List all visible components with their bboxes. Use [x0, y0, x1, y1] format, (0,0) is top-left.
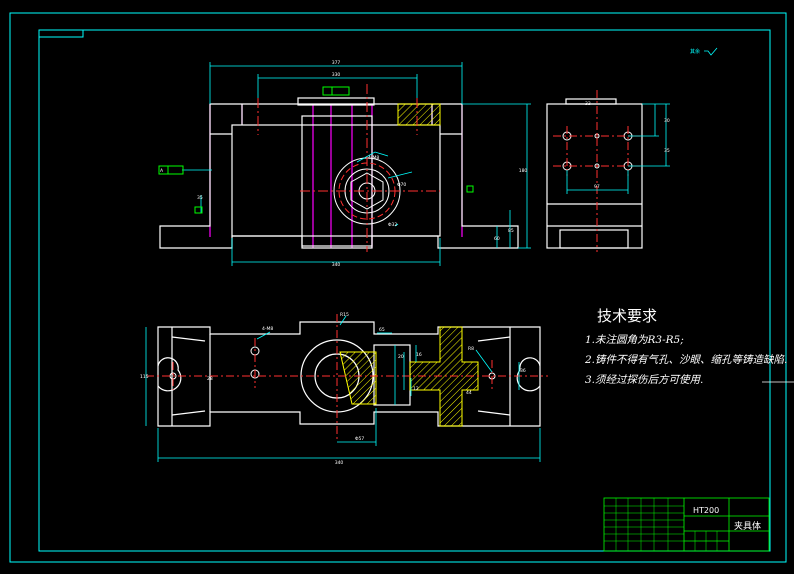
- title-block-material: HT200: [693, 506, 720, 515]
- dim-right-b: 85: [508, 228, 514, 234]
- dim-right-a: 60: [494, 236, 500, 242]
- top-dim-r: R15: [340, 312, 349, 318]
- side-dim-a: 30: [664, 118, 670, 124]
- title-block: [603, 497, 770, 552]
- dim-height: 180: [519, 168, 528, 174]
- hole-note-front: 4-M8: [368, 155, 379, 161]
- top-dim-bore: Φ57: [355, 436, 364, 442]
- roughness-label: 其余: [690, 48, 700, 55]
- top-dim-right-r: R8: [468, 346, 474, 352]
- top-dim-length: 340: [335, 460, 344, 466]
- dim-base-width: 340: [332, 262, 341, 268]
- datum-a-label: A: [160, 168, 164, 174]
- top-dim-height: 115: [140, 374, 149, 380]
- title-block-part-name: 夹具体: [734, 522, 762, 532]
- tech-req-item-1: 1.未注圆角为R3-R5;: [585, 334, 684, 346]
- top-dim-slot2: 44: [466, 390, 472, 396]
- drawing-frame: [9, 12, 787, 563]
- side-view: 33 30 35 97: [546, 90, 670, 252]
- dim-overall-width: 377: [332, 60, 341, 66]
- top-dim-right-slot: 36: [520, 368, 526, 374]
- dim-left-small: 35: [197, 195, 203, 201]
- tech-req-item-3: 3.须经过探伤后方可使用.: [585, 374, 704, 386]
- side-dim-b: 35: [664, 148, 670, 154]
- side-dim-top: 33: [585, 101, 591, 107]
- top-dim-c: 16: [416, 352, 422, 358]
- top-dim-v1: 65: [379, 327, 385, 333]
- top-view: 340 115 28 Φ57 4-M8 R15 65 20 36 R8 44 1…: [140, 312, 548, 466]
- dim-bore2: Φ32: [388, 222, 397, 228]
- side-dim-bottom: 97: [594, 184, 600, 190]
- top-dim-b: 12: [413, 386, 419, 392]
- tech-req-item-2: 2.铸件不得有气孔、沙眼、缩孔等铸造缺陷.: [585, 354, 788, 366]
- top-dim-slot: 28: [207, 376, 213, 382]
- tech-req-title: 技术要求: [597, 307, 658, 325]
- roughness-note: 其余: [690, 47, 718, 56]
- top-dim-v2: 20: [398, 354, 404, 360]
- front-view: 377 330 340 180 60 85 35 Φ70 Φ32 4-M8 A: [158, 60, 531, 268]
- dim-bore: Φ70: [397, 182, 406, 188]
- dim-inner-width: 330: [332, 72, 341, 78]
- top-hole-note: 4-M8: [262, 326, 273, 332]
